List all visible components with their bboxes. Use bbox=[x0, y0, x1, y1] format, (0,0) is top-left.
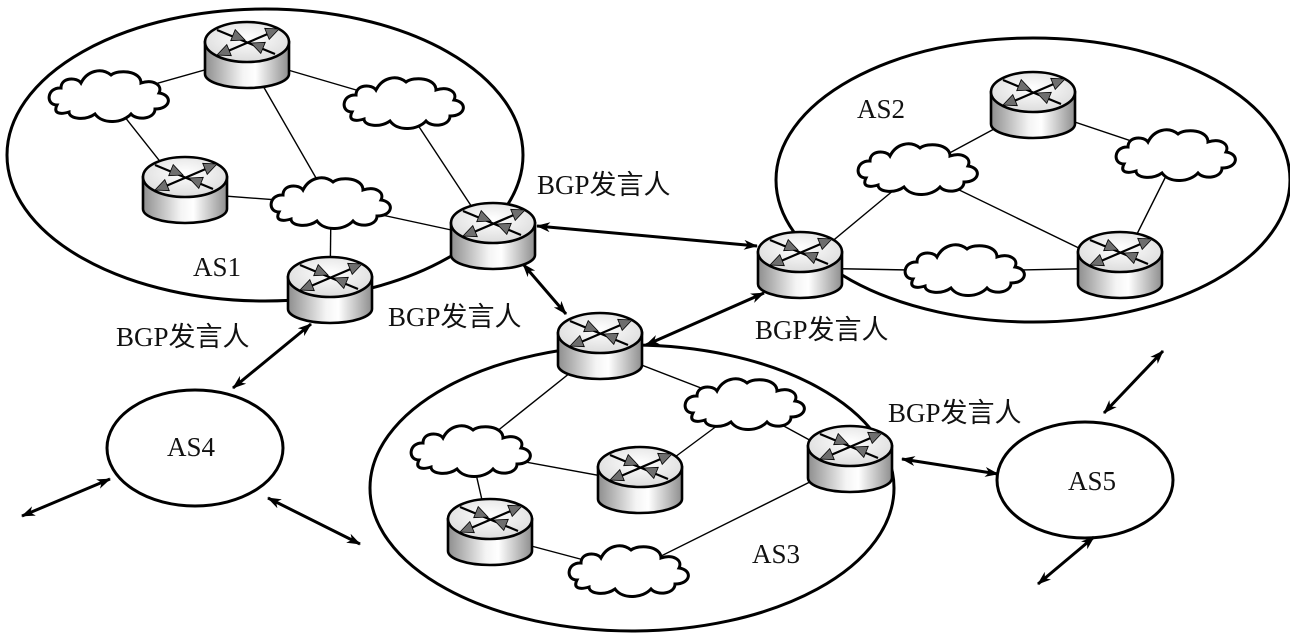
as-label-as2: AS2 bbox=[857, 94, 905, 124]
bgp-session-arrow bbox=[645, 291, 765, 347]
bgp-speaker-router-icon bbox=[449, 201, 537, 271]
as-label-as5: AS5 bbox=[1068, 466, 1116, 496]
speaker-label-as3-top: BGP发言人 bbox=[388, 302, 522, 332]
as-outlines bbox=[5, 7, 1290, 633]
network-cloud-icon bbox=[1114, 128, 1237, 182]
bgp-speaker-router-icon bbox=[806, 424, 894, 494]
bgp-sessions bbox=[21, 222, 1165, 586]
speaker-label-as3-right: BGP发言人 bbox=[888, 398, 1022, 428]
bgp-session-arrow bbox=[232, 322, 312, 390]
external-peering-arrow bbox=[21, 477, 111, 518]
network-cloud-icon bbox=[269, 176, 392, 230]
bgp-session-arrow bbox=[901, 456, 999, 477]
bgp-speaker-router-icon bbox=[286, 255, 374, 325]
bgp-session-arrow bbox=[536, 222, 758, 250]
external-peering-arrow bbox=[1037, 535, 1095, 586]
router-icon bbox=[1076, 230, 1164, 300]
as-boundary-as1 bbox=[5, 7, 525, 303]
router-icon bbox=[141, 155, 229, 225]
speaker-label-as1-lower: BGP发言人 bbox=[116, 322, 250, 352]
router-icon bbox=[596, 445, 684, 515]
as-label-as4: AS4 bbox=[167, 432, 216, 462]
as-boundary-as4 bbox=[105, 388, 285, 508]
network-cloud-icon bbox=[903, 243, 1026, 297]
labels: AS1 AS2 AS3 AS4 AS5 BGP发言人 BGP发言人 BGP发言人… bbox=[116, 94, 1116, 569]
clouds bbox=[47, 69, 1237, 598]
network-cloud-icon bbox=[342, 76, 465, 130]
bgp-speaker-router-icon bbox=[756, 230, 844, 300]
network-cloud-icon bbox=[409, 424, 532, 478]
network-cloud-icon bbox=[856, 142, 979, 196]
as-label-as1: AS1 bbox=[193, 252, 241, 282]
bgp-speaker-router-icon bbox=[556, 311, 644, 381]
routers bbox=[141, 20, 1164, 567]
speaker-label-as2-left: BGP发言人 bbox=[755, 315, 889, 345]
network-cloud-icon bbox=[683, 377, 806, 431]
speaker-label-as1-upper: BGP发言人 bbox=[537, 170, 671, 200]
external-peering-arrow bbox=[1102, 349, 1165, 415]
router-icon bbox=[989, 70, 1077, 140]
network-cloud-icon bbox=[567, 544, 690, 598]
network-cloud-icon bbox=[47, 69, 170, 123]
bgp-session-arrow bbox=[521, 263, 568, 315]
as-boundary-as2 bbox=[774, 36, 1290, 324]
external-peering-arrow bbox=[267, 496, 361, 546]
as-label-as3: AS3 bbox=[752, 539, 800, 569]
router-icon bbox=[203, 20, 291, 90]
router-icon bbox=[446, 497, 534, 567]
